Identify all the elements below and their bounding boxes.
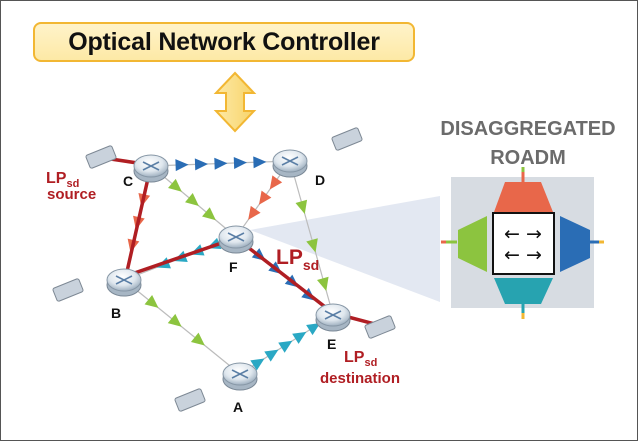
roadm-bottom-wss xyxy=(494,278,553,304)
routers xyxy=(106,149,351,391)
roadm-top-wss xyxy=(494,182,553,212)
lp-source-text: source xyxy=(47,186,96,203)
terminal-d xyxy=(331,127,363,151)
svg-text:LPsd: LPsd xyxy=(344,349,377,369)
amplifier-triangle-28 xyxy=(250,358,265,371)
roadm-title-line2: ROADM xyxy=(490,147,566,169)
amplifier-triangle-6 xyxy=(185,193,199,206)
lp-source-subscript: sd xyxy=(66,178,79,190)
router-d xyxy=(272,149,308,178)
amplifier-triangle-11 xyxy=(295,199,308,214)
amplifier-triangle-32 xyxy=(306,323,321,336)
lp-main-subscript: sd xyxy=(303,257,319,273)
router-f xyxy=(218,225,254,254)
amplifier-triangle-26 xyxy=(167,313,182,327)
terminal-a xyxy=(174,388,206,412)
amplifier-triangle-10 xyxy=(248,205,261,220)
amplifier-triangle-1 xyxy=(194,158,209,171)
node-label-d: D xyxy=(315,172,325,188)
roadm-title: DISAGGREGATED ROADM xyxy=(428,115,628,173)
roadm-left-wss xyxy=(458,216,487,272)
lp-destination-name: LP xyxy=(344,349,365,366)
amplifier-triangle-30 xyxy=(278,340,293,353)
node-label-f: F xyxy=(229,259,238,275)
lp-source-name: LP xyxy=(46,170,67,187)
node-label-c: C xyxy=(123,173,133,189)
controller-title: Optical Network Controller xyxy=(68,27,380,56)
svg-text:LPsd: LPsd xyxy=(276,246,319,273)
router-e xyxy=(315,303,351,332)
node-label-e: E xyxy=(327,336,336,352)
amplifier-triangle-0 xyxy=(175,159,189,172)
lp-main-label: LPsd xyxy=(276,246,319,273)
terminal-e xyxy=(364,315,396,339)
lp-main-name: LP xyxy=(276,246,303,269)
roadm-title-line1: DISAGGREGATED xyxy=(440,118,616,140)
amplifier-triangle-12 xyxy=(306,238,318,253)
node-label-b: B xyxy=(111,305,121,321)
amplifier-triangle-27 xyxy=(190,332,205,346)
roadm-switch-box xyxy=(492,212,555,275)
roadm-switch-arrows-top: ← → xyxy=(504,223,542,245)
amplifier-triangle-5 xyxy=(168,178,182,192)
node-label-a: A xyxy=(233,399,243,415)
terminal-devices xyxy=(52,127,396,412)
optical-network-controller-box: Optical Network Controller xyxy=(33,22,415,62)
amplifier-triangle-2 xyxy=(214,157,228,170)
controller-link-double-arrow xyxy=(213,71,257,133)
amplifier-triangle-3 xyxy=(233,157,247,170)
zoom-beam xyxy=(250,196,440,302)
amplifier-triangle-29 xyxy=(264,349,279,362)
disaggregated-roadm-panel: ← → ← → xyxy=(441,167,604,319)
amplifier-triangle-25 xyxy=(144,295,159,308)
terminal-b xyxy=(52,278,84,302)
lp-destination-subscript: sd xyxy=(364,357,377,369)
amplifier-triangle-7 xyxy=(202,207,216,221)
router-c xyxy=(133,154,169,183)
amplifier-triangle-31 xyxy=(292,331,307,344)
svg-text:LPsd: LPsd xyxy=(46,170,79,190)
amplifier-triangle-13 xyxy=(317,276,329,291)
roadm-switch-arrows-bottom: ← → xyxy=(504,244,542,266)
lp-destination-label: LPsd destination xyxy=(320,349,400,387)
router-a xyxy=(222,362,258,391)
amplifier-triangle-4 xyxy=(253,156,267,169)
lp-destination-text: destination xyxy=(320,370,400,387)
terminal-c xyxy=(85,145,117,169)
router-b xyxy=(106,268,142,297)
amplifier-triangle-8 xyxy=(269,175,283,190)
roadm-right-wss xyxy=(560,216,590,272)
amplifier-triangle-9 xyxy=(258,190,272,205)
lp-source-label: LPsd source xyxy=(46,170,96,203)
